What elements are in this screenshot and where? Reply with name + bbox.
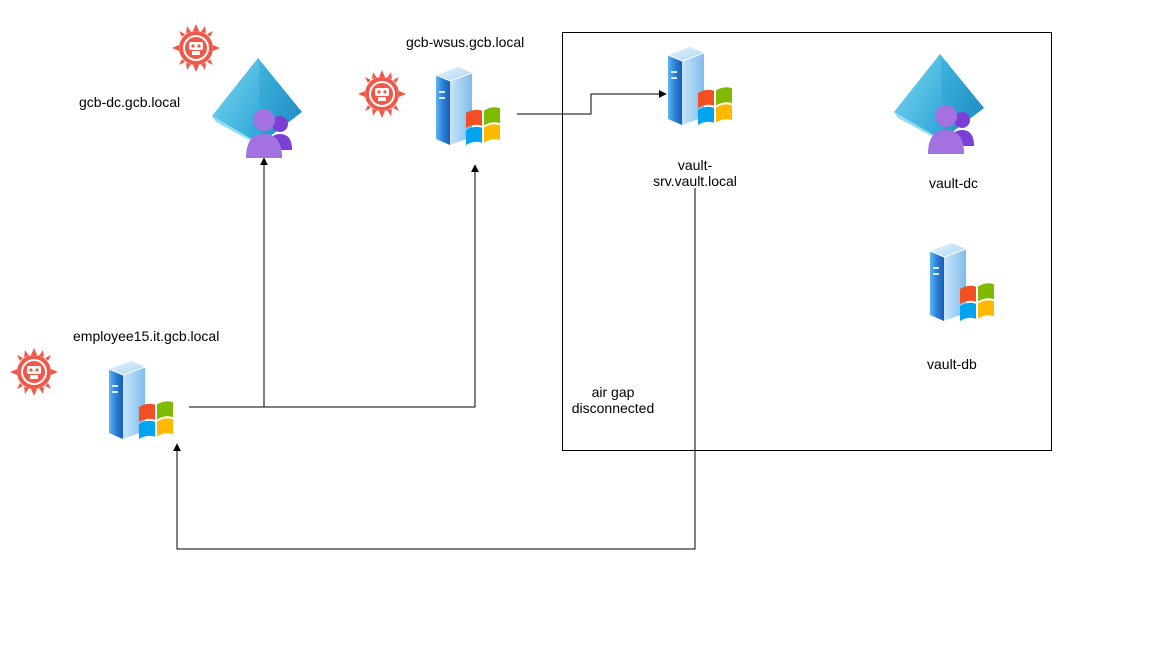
windows-server-icon[interactable]: [667, 46, 733, 126]
node-label-vault-db: vault-db: [927, 356, 977, 372]
edge-vault-srv-to-employee15: [173, 188, 696, 550]
windows-server-icon[interactable]: [929, 242, 995, 322]
windows-server-icon[interactable]: [108, 360, 174, 440]
node-label-vault-dc: vault-dc: [929, 175, 979, 191]
node-label-employee15: employee15.it.gcb.local: [73, 328, 220, 344]
compromised-badge-icon: [9, 347, 59, 397]
zone-label-line2: disconnected: [571, 400, 655, 416]
compromised-badge-icon: [171, 23, 221, 73]
azure-ad-domain-controller-icon[interactable]: [894, 54, 984, 154]
node-label-gcb-dc: gcb-dc.gcb.local: [79, 94, 181, 110]
node-label-gcb-wsus: gcb-wsus.gcb.local: [406, 34, 525, 50]
azure-ad-domain-controller-icon[interactable]: [212, 58, 302, 158]
air-gap-zone: [562, 32, 1052, 451]
node-label-vault-srv-line1: vault-: [677, 157, 713, 173]
edge-employee15-to-gcb-wsus: [189, 164, 479, 408]
edge-gcb-wsus-to-vault-srv: [517, 90, 667, 115]
edge-employee15-to-gcb-dc: [189, 157, 268, 408]
compromised-badge-icon: [357, 69, 407, 119]
windows-server-icon[interactable]: [435, 66, 501, 146]
node-label-vault-srv-line2: srv.vault.local: [653, 173, 737, 189]
zone-label-line1: air gap: [591, 384, 635, 400]
